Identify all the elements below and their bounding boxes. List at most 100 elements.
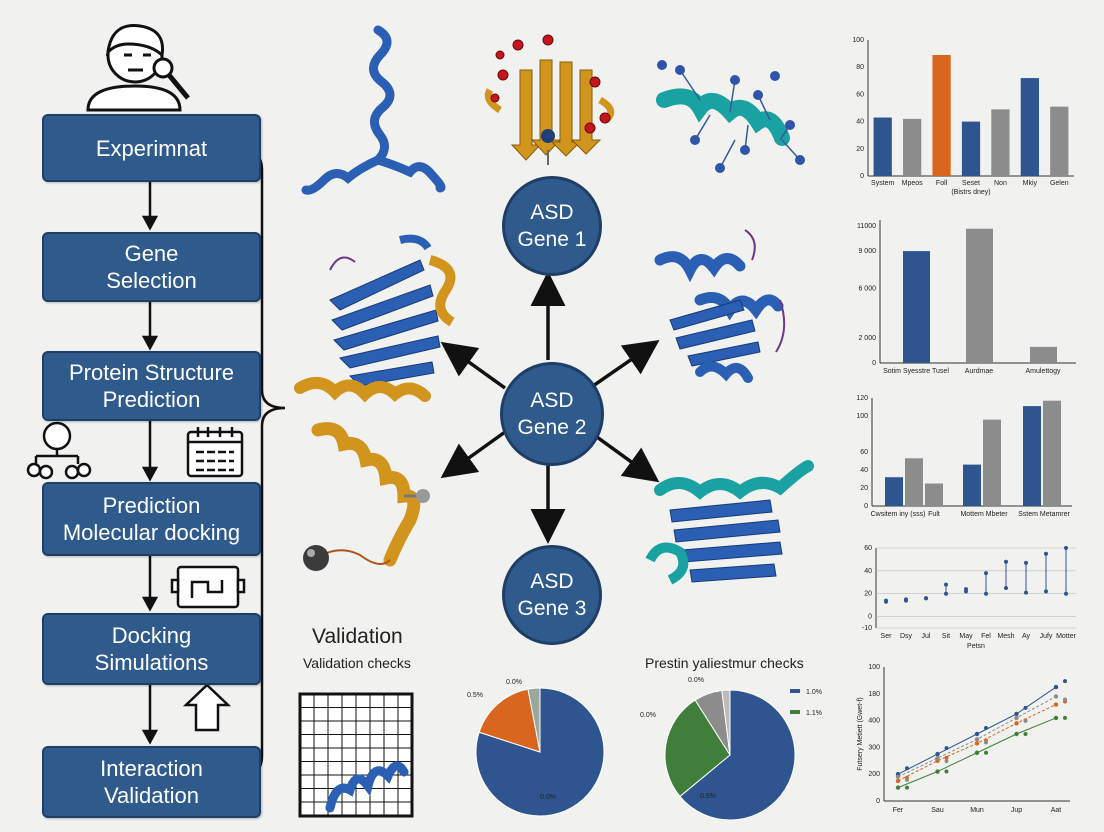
bar [961,121,981,176]
series-point [1023,705,1028,710]
series-point [905,777,909,782]
series-point [944,755,949,760]
series-point [1023,718,1028,723]
x-tick-label: Dsy [900,633,913,640]
ligand-network-icon [656,60,805,173]
pie-label: 0.0% [506,679,522,686]
gene-label: Gene 3 [517,597,587,620]
series-point [984,740,988,745]
legend-label: 1.1% [806,710,822,717]
series-point [1053,694,1059,699]
bar [983,419,1001,506]
bar [963,464,981,506]
y-tick-label: 0 [872,360,876,367]
x-tick-label: Fult [928,511,940,518]
range-point [1064,546,1068,550]
workflow-step-docking-simulations[interactable]: Docking Simulations [42,613,261,685]
legend-label: 1.0% [806,689,822,696]
up-arrow-icon [182,683,232,732]
step-label: Protein Structure [68,360,235,385]
validation-subtitle: Validation checks [303,655,411,671]
y-tick-label: 20 [856,146,864,153]
series-point [944,746,949,751]
step-label: Simulations [94,650,209,675]
series-point [895,778,901,784]
x-tick-label: Fer [893,807,904,814]
scientist-icon [86,24,190,112]
step-label: Gene [124,241,179,266]
gene-label: ASD [530,389,574,412]
bar [903,251,930,363]
gene-label: Gene 2 [517,416,587,439]
x-tick-label: Seset [962,180,980,187]
range-point [964,587,968,592]
series-point [984,726,988,730]
step-label: Selection [106,268,197,293]
y-tick-label: 60 [860,449,868,456]
workflow-step-gene-selection[interactable]: Gene Selection [42,232,261,302]
y-tick-label: 0 [868,614,872,621]
range-point [984,591,988,596]
x-tick-label: Non [994,180,1007,187]
x-tick-label: Gelen [1050,180,1069,187]
step-label: Molecular docking [62,520,241,545]
series-point [1053,715,1059,721]
bar [932,54,951,176]
pie-slice [527,687,541,753]
y-tick-label: 60 [856,91,864,98]
protein-barrel-icon [645,460,814,585]
y-tick-label: 300 [868,744,880,751]
bar [1030,346,1057,363]
range-point [1024,590,1028,595]
series-point [984,750,988,755]
bar [873,117,892,176]
series-point [974,750,980,755]
workflow-step-molecular-docking[interactable]: Prediction Molecular docking [42,482,261,556]
x-tick-label: Sit [942,633,950,640]
protein-helix-icon [301,25,446,195]
series-point [905,766,909,771]
bar [991,109,1010,176]
workflow-step-protein-structure[interactable]: Protein Structure Prediction [42,351,261,421]
x-axis-label: (Bistrs dney) [951,189,990,196]
series-point [1023,732,1028,736]
gene-node-3[interactable]: ASD Gene 3 [502,545,602,645]
bar [1020,78,1039,176]
bar [885,477,903,506]
pie-label: 0.0% [688,677,704,684]
step-label: Docking [111,623,192,648]
x-tick-label: Mesh [997,633,1014,640]
bar [1050,106,1069,176]
x-tick-label: Jup [1011,807,1022,814]
series-point [1014,711,1019,717]
gene-label: ASD [530,201,574,224]
gene-node-1[interactable]: ASD Gene 1 [502,176,602,276]
y-tick-label: 0 [876,798,880,805]
range-point [1044,551,1048,556]
pie-slice [721,689,731,756]
x-tick-label: Mottem Mbeter [960,511,1008,518]
gene-node-2[interactable]: ASD Gene 2 [500,362,604,466]
x-tick-label: Cwsitem iny (sss) [871,511,926,518]
series-point [905,785,909,790]
molecule-icon [26,421,92,480]
pie-slice [478,688,541,753]
y-tick-label: 60 [864,545,872,552]
series-point [1063,697,1067,702]
workflow-step-experiment[interactable]: Experimnat [42,114,261,182]
pie-label: 0.0% [540,794,556,801]
y-tick-label: 100 [868,664,880,671]
workflow-step-interaction-validation[interactable]: Interaction Validation [42,746,261,818]
y-tick-label: 100 [852,37,864,44]
y-tick-label: -10 [862,625,872,632]
bar [966,228,993,363]
series-point [935,755,940,761]
x-tick-label: Ay [1022,633,1031,640]
x-tick-label: Mkiy [1023,180,1038,187]
y-tick-label: 180 [868,691,880,698]
pie-label: 0.5% [700,793,716,800]
